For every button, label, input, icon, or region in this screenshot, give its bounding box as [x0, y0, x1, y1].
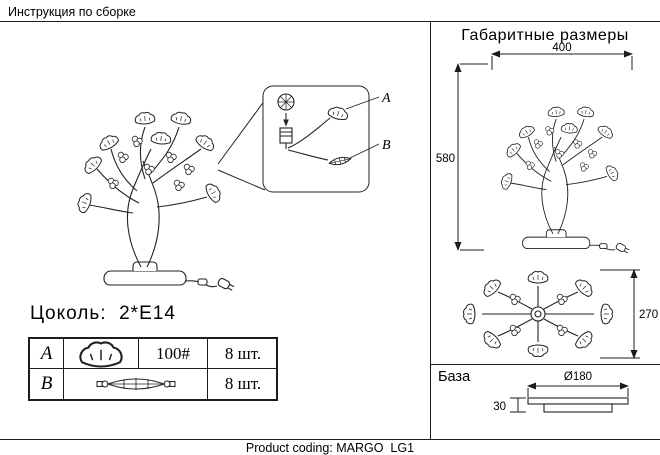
base-section-divider [431, 364, 660, 365]
part-qty: 8 шт. [224, 374, 262, 393]
part-code: 100# [138, 339, 208, 368]
socket-spec: Цоколь: 2*E14 [30, 303, 176, 324]
parts-table: A 100# 8 шт. B [28, 337, 278, 401]
base-section-label: База [438, 369, 471, 385]
part-qty: 8 шт. [224, 343, 262, 363]
table-row-a: A 100# 8 шт. [30, 339, 276, 369]
table-row-b: B 8 шт. [30, 369, 276, 399]
product-coding: Product coding: MARGO LG1 [245, 441, 415, 455]
base-diameter-label: Ø180 [564, 371, 592, 383]
vertical-divider [430, 21, 431, 439]
part-letter: A [30, 339, 64, 368]
base-height-label: 30 [493, 401, 506, 413]
top-divider [0, 21, 660, 22]
callout-label-a: A [381, 91, 391, 106]
arrow-down-icon [283, 119, 289, 127]
flower-part-icon [64, 339, 138, 368]
base-drawing: Ø180 30 [493, 371, 629, 413]
callout-label-b: B [382, 138, 391, 153]
detail-callout: A B [262, 85, 391, 193]
page-title: Инструкция по сборке [8, 5, 136, 19]
dimensions-title: Габаритные размеры [461, 27, 629, 44]
detail-zoom-lines [217, 99, 266, 191]
front-view-drawing: 400 580 [436, 42, 633, 258]
leaf-part-icon [64, 369, 208, 399]
height-dimension-label: 580 [436, 153, 455, 165]
width-dimension-label: 400 [552, 42, 571, 54]
bottom-divider [0, 439, 660, 440]
top-view-drawing: 270 [463, 269, 658, 359]
depth-dimension-label: 270 [639, 309, 658, 321]
part-letter: B [30, 369, 64, 399]
